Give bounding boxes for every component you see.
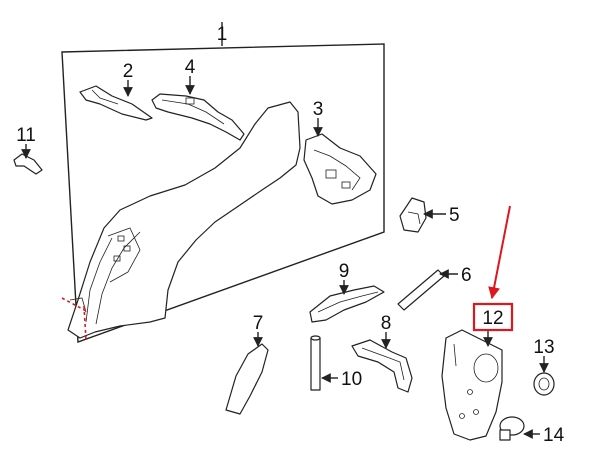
callout-1: 1 [217,24,228,45]
callout-14: 14 [543,425,565,446]
callout-labels: 1 2 3 4 5 6 7 8 9 10 11 12 13 14 [16,24,564,446]
part-2-bracket [79,85,153,121]
cut-line-marks [61,297,89,341]
callout-2: 2 [123,61,134,82]
part-7-panel [225,343,269,415]
part-11-clip [13,153,43,175]
part-1-frame [61,22,385,343]
callout-13: 13 [533,337,554,358]
callout-12: 12 [482,308,503,329]
part-10-post [310,335,321,391]
part-5-clip [399,197,427,233]
callout-5: 5 [449,205,460,226]
part-12-highlight-box [472,302,514,332]
part-13-grommet [533,372,555,396]
part-4-reinforcement [151,93,245,141]
part-14-push-pin [499,416,525,441]
callout-9: 9 [339,261,350,282]
highlight-indicator [472,205,514,332]
leader-lines [21,76,549,439]
callout-7: 7 [253,313,264,334]
callout-6: 6 [461,265,472,286]
part-3-wheelhouse-bracket [303,133,377,205]
quarter-panel [67,101,301,339]
part-6-rod [397,269,445,311]
callout-11: 11 [16,125,36,146]
callout-3: 3 [313,99,324,120]
part-12-splash-shield [441,329,503,441]
callout-10: 10 [341,369,362,390]
callout-8: 8 [381,313,392,334]
callout-4: 4 [185,57,196,78]
part-9-bracket [309,285,385,323]
